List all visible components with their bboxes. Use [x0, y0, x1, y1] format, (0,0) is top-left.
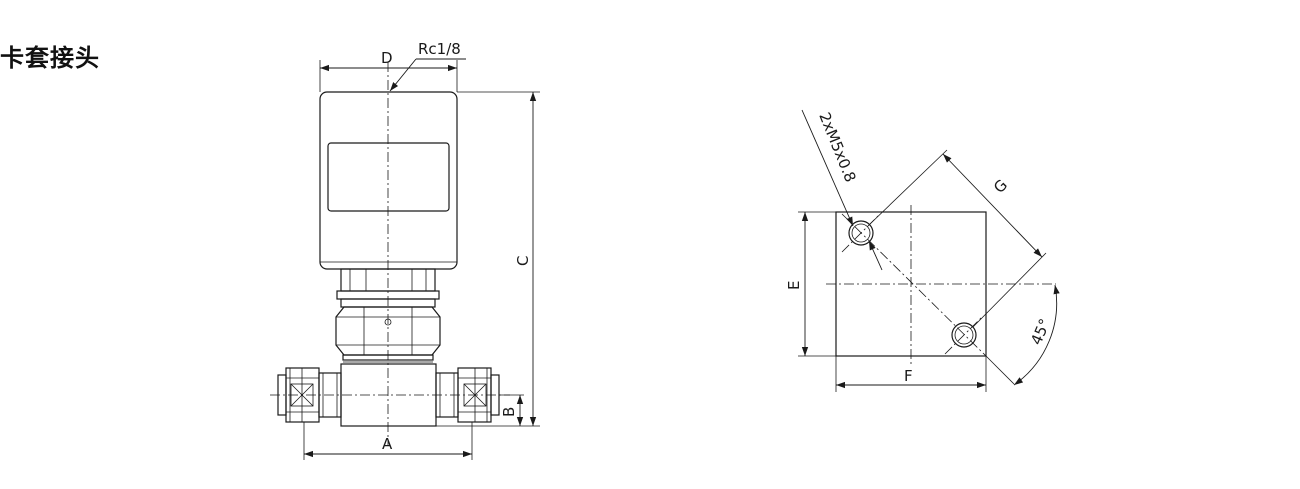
- actuator-head: [319, 91, 458, 270]
- mount-hole-1: [848, 220, 874, 246]
- front-view: D Rc1/8 C B A: [270, 40, 540, 460]
- top-view: 2xM5x0.8 G E F 45°: [785, 110, 1060, 392]
- label-window: [327, 142, 450, 212]
- page-title: 卡套接头: [0, 44, 100, 72]
- angle-label: 45°: [1027, 316, 1054, 348]
- dim-label-g: G: [990, 176, 1011, 197]
- dim-label-a: A: [382, 435, 393, 453]
- dim-label-b: B: [500, 407, 518, 417]
- dim-label-e: E: [785, 281, 803, 290]
- dim-label-c: C: [514, 256, 532, 266]
- dim-label-f: F: [904, 367, 913, 385]
- mount-hole-2: [951, 322, 977, 348]
- dim-label-d: D: [381, 49, 393, 67]
- port-thread-label: Rc1/8: [418, 40, 461, 58]
- thread-spec-label: 2xM5x0.8: [815, 110, 859, 185]
